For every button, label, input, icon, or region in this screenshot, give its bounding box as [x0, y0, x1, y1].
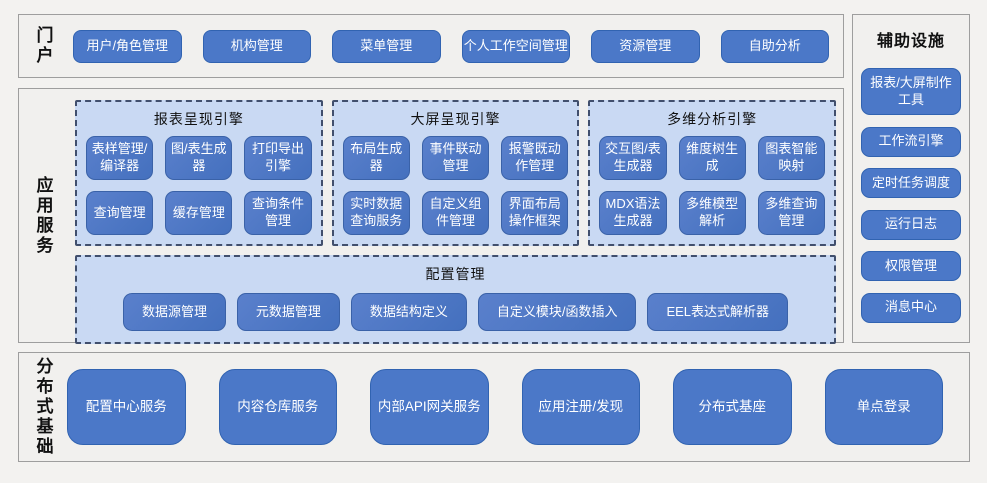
panel-report-engine-title: 报表呈现引擎: [153, 111, 244, 127]
button-content-repository-service[interactable]: 内容仓库服务: [218, 369, 337, 445]
button-custom-component-management[interactable]: 自定义组件管理: [421, 191, 490, 235]
application-services-section: 应用服务 报表呈现引擎 表样管理/编译器 图/表生成器 打印导出引擎 查询管理 …: [18, 88, 844, 344]
auxiliary-facilities-title: 辅助设施: [876, 33, 945, 50]
distributed-base-section: 分布式基础 配置中心服务 内容仓库服务 内部API网关服务 应用注册/发现 分布…: [18, 352, 970, 462]
button-layout-generator[interactable]: 布局生成器: [342, 136, 410, 180]
button-datasource-management[interactable]: 数据源管理: [122, 293, 226, 331]
config-button-row: 数据源管理 元数据管理 数据结构定义 自定义模块/函数插入 EEL表达式解析器: [86, 291, 825, 333]
button-personal-workspace-management[interactable]: 个人工作空间管理: [461, 29, 570, 63]
button-scheduled-task-scheduling[interactable]: 定时任务调度: [861, 168, 961, 199]
button-cache-management[interactable]: 缓存管理: [165, 191, 233, 235]
panel-report-engine-grid: 表样管理/编译器 图/表生成器 打印导出引擎 查询管理 缓存管理 查询条件管理: [86, 136, 312, 235]
button-alarm-action-management[interactable]: 报警既动作管理: [501, 136, 569, 180]
panel-report-engine: 报表呈现引擎 表样管理/编译器 图/表生成器 打印导出引擎 查询管理 缓存管理 …: [75, 100, 323, 246]
button-app-registration-discovery[interactable]: 应用注册/发现: [521, 369, 640, 445]
button-chart-table-generator[interactable]: 图/表生成器: [165, 136, 233, 180]
button-eel-expression-parser[interactable]: EEL表达式解析器: [647, 293, 789, 331]
engine-row: 报表呈现引擎 表样管理/编译器 图/表生成器 打印导出引擎 查询管理 缓存管理 …: [75, 100, 837, 246]
button-mdx-syntax-generator[interactable]: MDX语法生成器: [599, 191, 667, 235]
button-metadata-management[interactable]: 元数据管理: [236, 293, 340, 331]
button-resource-management[interactable]: 资源管理: [591, 29, 700, 63]
auxiliary-facilities-section: 辅助设施 报表/大屏制作工具 工作流引擎 定时任务调度 运行日志 权限管理 消息…: [852, 14, 970, 343]
panel-olap-engine-grid: 交互图/表生成器 维度树生成 图表智能映射 MDX语法生成器 多维模型解析 多维…: [599, 136, 826, 235]
button-distributed-base-platform[interactable]: 分布式基座: [673, 369, 792, 445]
button-menu-management[interactable]: 菜单管理: [332, 29, 441, 63]
button-config-center-service[interactable]: 配置中心服务: [67, 369, 186, 445]
button-query-condition-management[interactable]: 查询条件管理: [244, 191, 312, 235]
button-internal-api-gateway-service[interactable]: 内部API网关服务: [370, 369, 489, 445]
button-multidim-query-management[interactable]: 多维查询管理: [757, 191, 826, 235]
button-event-linkage-management[interactable]: 事件联动管理: [421, 136, 490, 180]
button-workflow-engine[interactable]: 工作流引擎: [861, 126, 961, 157]
panel-config-management-title: 配置管理: [425, 266, 486, 282]
distributed-base-label-box: 分布式基础: [19, 353, 67, 461]
app-services-content: 报表呈现引擎 表样管理/编译器 图/表生成器 打印导出引擎 查询管理 缓存管理 …: [67, 89, 843, 344]
app-services-label-box: 应用服务: [19, 89, 67, 342]
button-multidim-model-parsing[interactable]: 多维模型解析: [678, 191, 746, 235]
button-permission-management[interactable]: 权限管理: [861, 251, 961, 282]
button-dimension-tree-generation[interactable]: 维度树生成: [678, 136, 746, 180]
portal-button-row: 用户/角色管理 机构管理 菜单管理 个人工作空间管理 资源管理 自助分析: [67, 15, 843, 77]
button-single-sign-on[interactable]: 单点登录: [824, 369, 943, 445]
button-template-management-compiler[interactable]: 表样管理/编译器: [86, 136, 154, 180]
button-data-structure-definition[interactable]: 数据结构定义: [350, 293, 467, 331]
portal-label-box: 门户: [19, 15, 67, 77]
portal-section: 门户 用户/角色管理 机构管理 菜单管理 个人工作空间管理 资源管理 自助分析: [18, 14, 844, 78]
button-user-role-management[interactable]: 用户/角色管理: [73, 29, 182, 63]
panel-dashboard-engine-title: 大屏呈现引擎: [410, 111, 501, 127]
panel-config-management: 配置管理 数据源管理 元数据管理 数据结构定义 自定义模块/函数插入 EEL表达…: [75, 255, 836, 344]
button-org-management[interactable]: 机构管理: [202, 29, 311, 63]
button-chart-smart-mapping[interactable]: 图表智能映射: [757, 136, 826, 180]
panel-dashboard-engine-grid: 布局生成器 事件联动管理 报警既动作管理 实时数据查询服务 自定义组件管理 界面…: [342, 136, 569, 235]
button-report-dashboard-authoring-tool[interactable]: 报表/大屏制作工具: [861, 68, 961, 116]
auxiliary-button-column: 报表/大屏制作工具 工作流引擎 定时任务调度 运行日志 权限管理 消息中心: [853, 55, 969, 342]
distributed-base-label: 分布式基础: [33, 357, 53, 457]
portal-label: 门户: [33, 26, 53, 66]
button-self-service-analysis[interactable]: 自助分析: [720, 29, 829, 63]
button-print-export-engine[interactable]: 打印导出引擎: [244, 136, 312, 180]
button-run-logs[interactable]: 运行日志: [861, 209, 961, 240]
distributed-button-row: 配置中心服务 内容仓库服务 内部API网关服务 应用注册/发现 分布式基座 单点…: [67, 353, 969, 461]
button-interactive-chart-generator[interactable]: 交互图/表生成器: [599, 136, 667, 180]
button-realtime-data-query-service[interactable]: 实时数据查询服务: [342, 191, 410, 235]
button-ui-layout-operation-framework[interactable]: 界面布局操作框架: [501, 191, 569, 235]
panel-olap-engine-title: 多维分析引擎: [667, 111, 758, 127]
app-services-label: 应用服务: [33, 175, 53, 256]
panel-dashboard-engine: 大屏呈现引擎 布局生成器 事件联动管理 报警既动作管理 实时数据查询服务 自定义…: [331, 100, 580, 246]
button-custom-module-function-insert[interactable]: 自定义模块/函数插入: [477, 293, 637, 331]
panel-olap-engine: 多维分析引擎 交互图/表生成器 维度树生成 图表智能映射 MDX语法生成器 多维…: [588, 100, 837, 246]
button-message-center[interactable]: 消息中心: [861, 292, 961, 323]
button-query-management[interactable]: 查询管理: [86, 191, 154, 235]
